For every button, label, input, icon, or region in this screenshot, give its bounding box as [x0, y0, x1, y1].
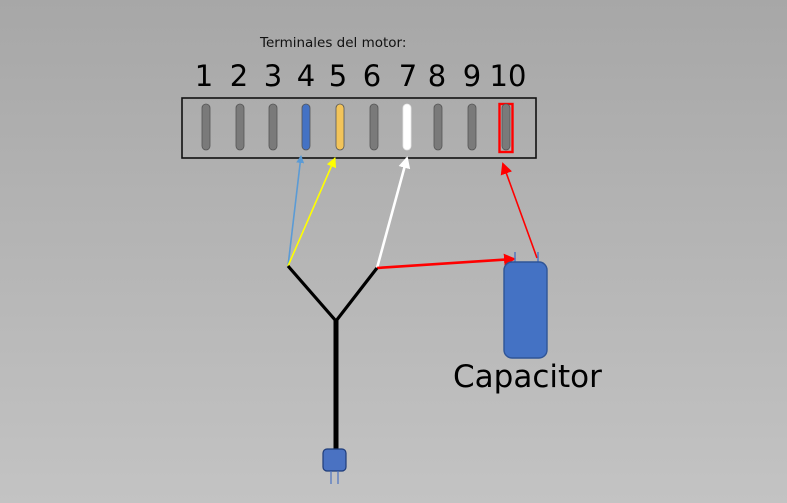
red-wire-to-capacitor	[376, 253, 516, 270]
terminal-pin-2	[235, 103, 245, 151]
terminal-number-5: 5	[329, 59, 347, 93]
yellow-wire	[287, 157, 336, 267]
terminal-number-8: 8	[428, 59, 446, 93]
terminal-pin-5	[335, 103, 345, 151]
plug-icon	[322, 448, 347, 472]
terminal-pin-1	[201, 103, 211, 151]
terminal-number-2: 2	[230, 59, 248, 93]
terminal-number-4: 4	[297, 59, 315, 93]
terminal-number-10: 10	[490, 59, 527, 93]
terminal-pin-10	[501, 103, 511, 151]
terminal-number-6: 6	[363, 59, 381, 93]
terminal-pin-9	[467, 103, 477, 151]
terminal-pin-3	[268, 103, 278, 151]
red-wire-to-terminal-10	[500, 162, 538, 259]
terminal-pins	[201, 102, 514, 154]
white-wire	[375, 156, 411, 269]
terminal-pin-8	[433, 103, 443, 151]
terminal-number-1: 1	[195, 59, 213, 93]
terminal-number-3: 3	[264, 59, 282, 93]
blue-wire	[287, 155, 305, 267]
terminal-number-9: 9	[463, 59, 481, 93]
diagram-title: Terminales del motor:	[259, 35, 406, 51]
terminal-block	[181, 97, 537, 159]
terminal-pin-6	[369, 103, 379, 151]
capacitor-icon	[503, 261, 548, 359]
terminal-pin-7	[402, 103, 412, 151]
terminal-number-7: 7	[399, 59, 417, 93]
capacitor-label: Capacitor	[453, 359, 602, 395]
terminal-pin-4	[301, 103, 311, 151]
